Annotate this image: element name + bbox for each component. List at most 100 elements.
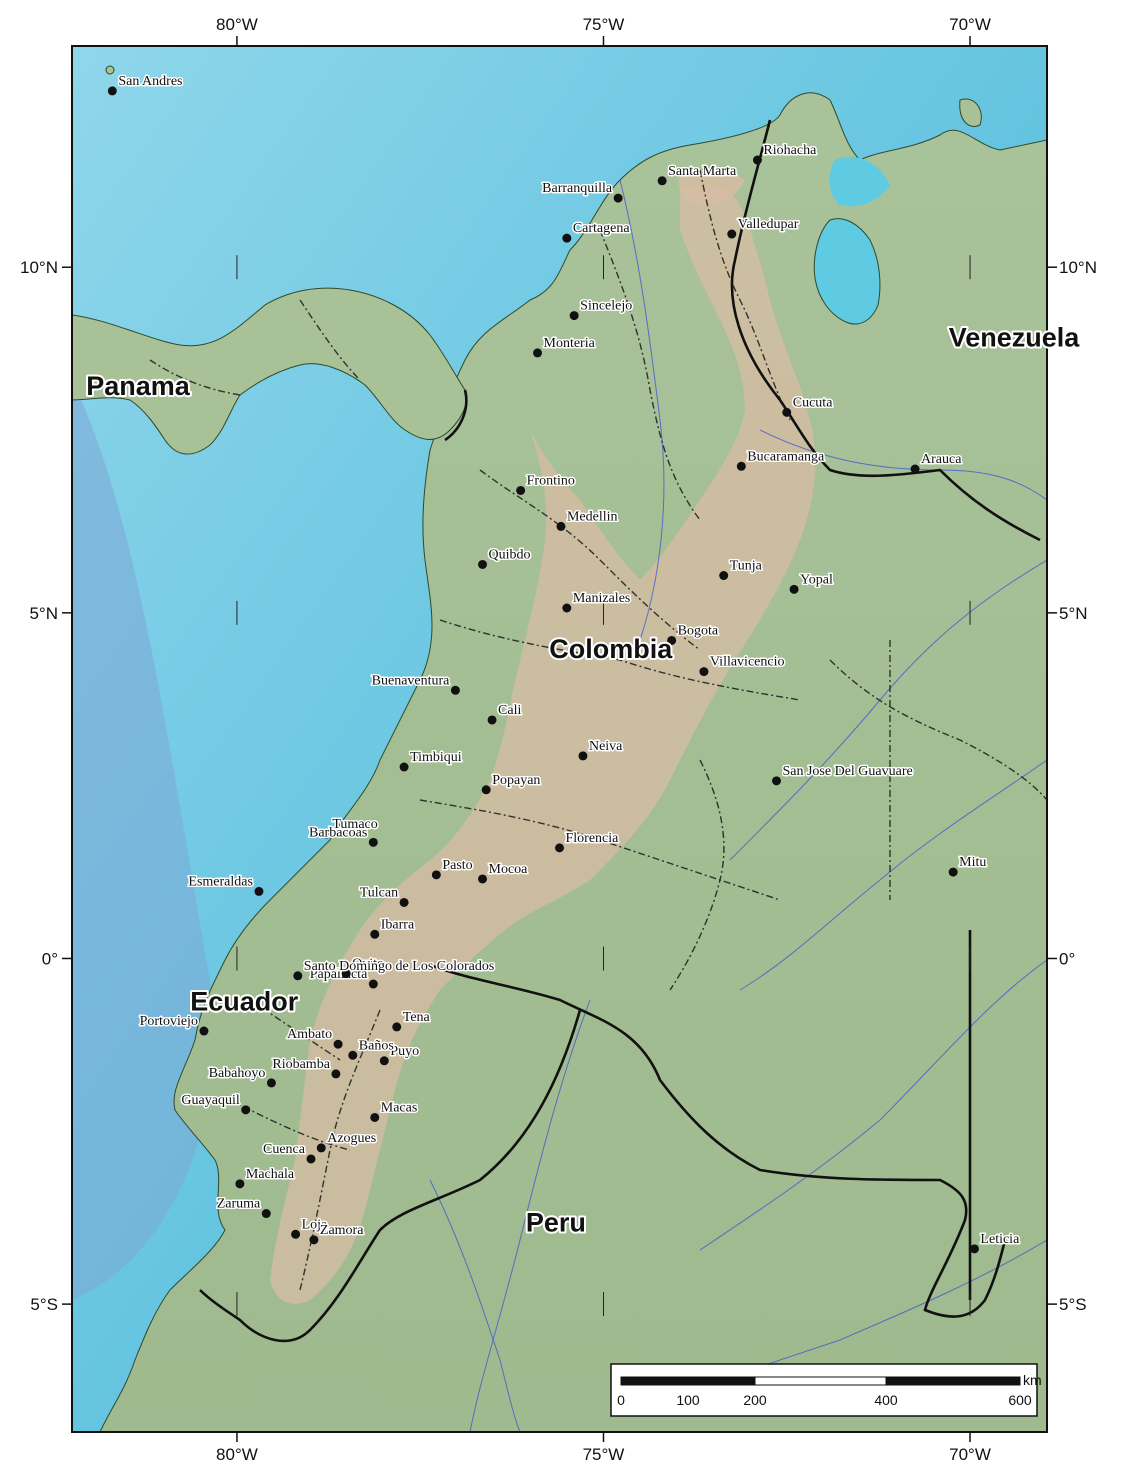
scale-label-0: 0 — [617, 1392, 625, 1408]
department-borders — [149, 169, 1047, 1291]
city-marker[interactable] — [736, 461, 746, 471]
city-marker[interactable] — [261, 1209, 271, 1219]
gulf-of-venezuela — [829, 156, 890, 207]
city-marker[interactable] — [379, 1056, 389, 1066]
city-label: Quibdo — [489, 547, 531, 562]
city-marker[interactable] — [578, 751, 588, 761]
city-marker[interactable] — [306, 1154, 316, 1164]
city-marker[interactable] — [719, 571, 729, 581]
city-marker[interactable] — [107, 86, 117, 96]
city-marker[interactable] — [392, 1022, 402, 1032]
longitude-ticks: 80°W80°W75°W75°W70°W70°W — [216, 15, 991, 1464]
lat-label-left: 0° — [42, 949, 58, 968]
city-marker[interactable] — [613, 193, 623, 203]
city-label: Sincelejo — [580, 299, 632, 314]
city-marker[interactable] — [782, 407, 792, 417]
city-marker[interactable] — [333, 1039, 343, 1049]
city-marker[interactable] — [478, 874, 488, 884]
city-label: Florencia — [566, 831, 620, 846]
city-marker[interactable] — [569, 311, 579, 321]
city-marker[interactable] — [431, 870, 441, 880]
city-marker[interactable] — [667, 635, 677, 645]
city-label: Mocoa — [489, 862, 529, 877]
pacific-deep-water — [72, 380, 214, 1300]
city-label: Leticia — [980, 1232, 1020, 1247]
lon-label-bottom: 75°W — [583, 1445, 625, 1464]
city-marker[interactable] — [752, 155, 762, 165]
city-marker[interactable] — [368, 979, 378, 989]
lon-label-bottom: 70°W — [949, 1445, 991, 1464]
city-marker[interactable] — [266, 1078, 276, 1088]
city-marker[interactable] — [241, 1105, 251, 1115]
city-label: Bogota — [678, 623, 719, 638]
map-area[interactable] — [72, 46, 1047, 1432]
city-marker[interactable] — [291, 1229, 301, 1239]
city-label: Zaruma — [217, 1197, 261, 1212]
city-marker[interactable] — [969, 1244, 979, 1254]
city-marker[interactable] — [321, 829, 331, 839]
city-marker[interactable] — [293, 971, 303, 981]
city-label: Neiva — [589, 739, 623, 754]
city-label: Santo Domingo de Los Colorados — [304, 959, 495, 974]
city-label: Cucuta — [793, 395, 833, 410]
city-marker[interactable] — [370, 929, 380, 939]
scale-bar-outline — [620, 1376, 1021, 1386]
scale-bar-box — [610, 1363, 1038, 1417]
city-marker[interactable] — [481, 785, 491, 795]
city-marker[interactable] — [235, 1179, 245, 1189]
city-label: Baños — [359, 1038, 394, 1053]
city-marker[interactable] — [562, 233, 572, 243]
city-marker[interactable] — [399, 897, 409, 907]
lon-label-top: 70°W — [949, 15, 991, 34]
city-marker[interactable] — [399, 762, 409, 772]
city-label: Medellin — [567, 509, 618, 524]
city-label: Azogues — [327, 1131, 376, 1146]
city-marker[interactable] — [556, 521, 566, 531]
city-label: Popayan — [492, 773, 540, 788]
city-label: Arauca — [921, 452, 962, 467]
city-marker[interactable] — [370, 1112, 380, 1122]
city-label: Guayaquil — [181, 1093, 239, 1108]
city-marker[interactable] — [478, 559, 488, 569]
city-marker[interactable] — [533, 348, 543, 358]
scale-label-100: 100 — [676, 1392, 700, 1408]
city-marker[interactable] — [309, 1235, 319, 1245]
lat-label-left: 5°N — [29, 604, 58, 623]
city-marker[interactable] — [341, 969, 351, 979]
city-marker[interactable] — [348, 1050, 358, 1060]
andes-highlands — [270, 185, 816, 1304]
lat-label-right: 0° — [1059, 949, 1075, 968]
city-marker[interactable] — [368, 837, 378, 847]
city-label: Ibarra — [381, 917, 415, 932]
city-marker[interactable] — [771, 776, 781, 786]
city-label: Tena — [403, 1010, 431, 1025]
city-marker[interactable] — [516, 485, 526, 495]
city-marker[interactable] — [254, 886, 264, 896]
city-label: Macas — [381, 1100, 418, 1115]
city-marker[interactable] — [727, 229, 737, 239]
city-label: San Andres — [118, 74, 182, 89]
scale-segment-1 — [621, 1377, 755, 1385]
city-marker[interactable] — [910, 464, 920, 474]
city-marker[interactable] — [789, 584, 799, 594]
city-label: Monteria — [544, 336, 596, 351]
island-san-andres — [105, 65, 115, 75]
city-marker[interactable] — [331, 1069, 341, 1079]
city-marker[interactable] — [562, 603, 572, 613]
city-marker[interactable] — [199, 1026, 209, 1036]
city-marker[interactable] — [487, 715, 497, 725]
city-marker[interactable] — [699, 667, 709, 677]
city-marker[interactable] — [316, 1143, 326, 1153]
scale-label-400: 400 — [874, 1392, 898, 1408]
city-marker[interactable] — [555, 843, 564, 853]
city-label: San Jose Del Guavuare — [782, 764, 912, 779]
lake-maracaibo — [813, 218, 881, 325]
city-label: Bucaramanga — [747, 449, 825, 464]
city-label: Papallacta — [310, 967, 368, 982]
city-marker[interactable] — [657, 176, 667, 186]
landmass-panama — [72, 287, 467, 455]
city-label: Esmeraldas — [188, 874, 253, 889]
lat-label-right: 5°N — [1059, 604, 1088, 623]
city-marker[interactable] — [948, 867, 958, 877]
city-marker[interactable] — [450, 685, 460, 695]
